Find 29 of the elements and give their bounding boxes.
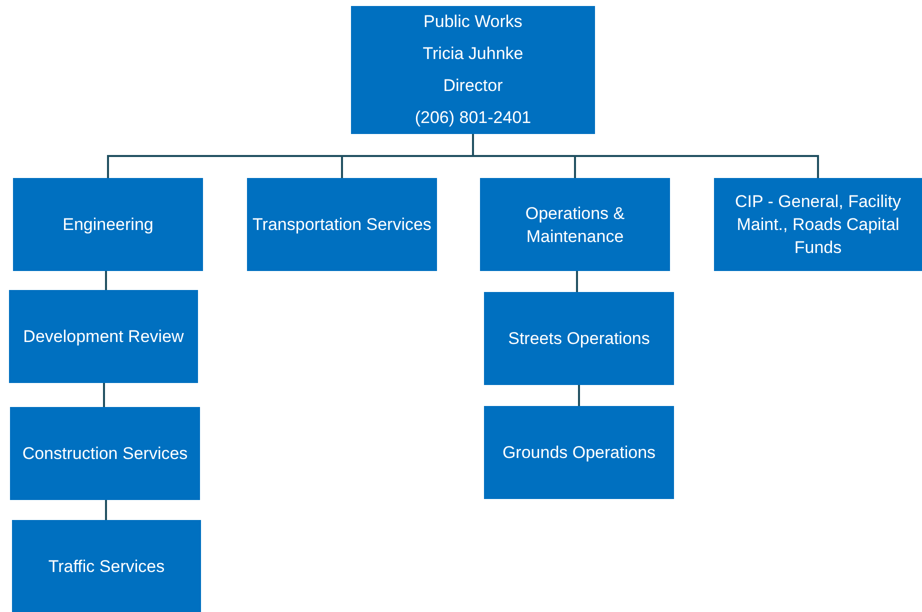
department-box xyxy=(9,290,198,383)
box-label: Engineering xyxy=(62,214,154,236)
box-label: CIP - General, Facility Maint., Roads Capital Funds xyxy=(734,191,902,259)
department-box xyxy=(714,178,922,271)
box-label: Public Works xyxy=(424,11,522,33)
connector-line xyxy=(576,271,578,292)
department-box xyxy=(12,520,201,612)
box-label: Traffic Services xyxy=(48,556,165,578)
connector-line xyxy=(578,385,580,406)
box-label: Operations & Maintenance xyxy=(524,202,626,248)
box-label: (206) 801-2401 xyxy=(414,107,532,129)
connector-line xyxy=(105,500,107,520)
box-label: Transportation Services xyxy=(252,214,432,236)
connector-line xyxy=(105,271,107,290)
department-box xyxy=(13,178,203,271)
box-label: Director xyxy=(443,75,503,97)
department-box xyxy=(484,406,674,499)
department-box xyxy=(10,407,200,500)
box-label: Streets Operations xyxy=(508,328,650,350)
box-label: Construction Services xyxy=(22,443,188,465)
department-box xyxy=(480,178,670,271)
connector-line xyxy=(103,383,105,407)
connector-line xyxy=(472,134,819,178)
department-box xyxy=(484,292,674,385)
box-label: Development Review xyxy=(23,326,184,348)
box-label: Grounds Operations xyxy=(502,442,656,464)
department-box xyxy=(247,178,437,271)
box-label: Tricia Juhnke xyxy=(422,43,524,65)
director-box xyxy=(351,6,595,134)
